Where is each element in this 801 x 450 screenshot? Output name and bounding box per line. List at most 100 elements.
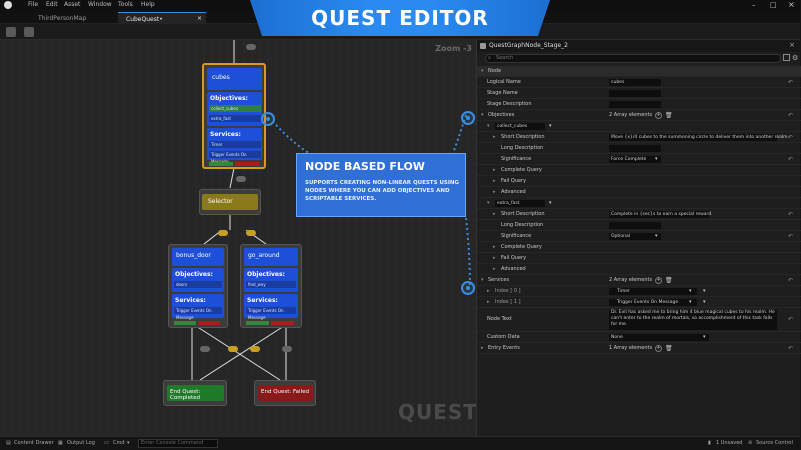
significance-select[interactable]: Optional xyxy=(609,233,661,240)
prop-complete-query[interactable]: ▸Complete Query xyxy=(477,242,801,253)
short-description-input[interactable]: Complete in {sec}s to earn a special rew… xyxy=(609,211,713,218)
output-pin[interactable] xyxy=(271,321,294,325)
add-element-icon[interactable]: + xyxy=(655,345,662,352)
search-input[interactable]: ⌕ Search xyxy=(485,54,781,63)
node-selector[interactable]: Selector xyxy=(199,189,261,215)
objective-name-input[interactable]: extra_fast xyxy=(495,200,545,207)
dropdown-icon[interactable]: ▾ xyxy=(703,288,706,294)
maximize-icon[interactable]: □ xyxy=(770,1,777,9)
prop-advanced[interactable]: ▸Advanced xyxy=(477,187,801,198)
wire-label-icon xyxy=(246,230,256,236)
output-pin[interactable] xyxy=(235,162,259,166)
menu-edit[interactable]: Edit xyxy=(46,1,58,8)
prop-fail-query[interactable]: ▸Fail Query xyxy=(477,176,801,187)
prop-label: Short Description xyxy=(501,211,545,217)
minimize-icon[interactable]: – xyxy=(752,1,756,9)
prop-label: Long Description xyxy=(501,145,544,151)
delete-icon[interactable]: 🗑 xyxy=(665,345,673,352)
node-text-input[interactable]: Dr. Evil has asked me to bring him 4 blu… xyxy=(609,310,777,330)
reset-icon[interactable]: ↶ xyxy=(787,79,793,86)
output-pin[interactable] xyxy=(174,321,196,325)
delete-icon[interactable]: 🗑 xyxy=(665,112,673,119)
significance-select[interactable]: Force Complete xyxy=(609,156,661,163)
source-control-icon[interactable]: ⊘ xyxy=(748,440,753,446)
prop-fail-query[interactable]: ▸Fail Query xyxy=(477,253,801,264)
unsaved-icon[interactable]: ▮ xyxy=(708,440,711,446)
chevron-down-icon[interactable]: ▾ xyxy=(127,440,130,446)
output-pin[interactable] xyxy=(198,321,220,325)
reset-icon[interactable]: ↶ xyxy=(787,134,793,141)
dropdown-icon[interactable]: ▾ xyxy=(655,233,658,239)
dropdown-icon[interactable]: ▾ xyxy=(689,288,692,294)
close-tab-icon[interactable]: × xyxy=(196,15,202,22)
delete-icon[interactable]: 🗑 xyxy=(665,277,673,284)
save-icon[interactable] xyxy=(6,27,16,37)
stage-name-input[interactable] xyxy=(609,90,661,97)
reset-icon[interactable]: ↶ xyxy=(787,112,793,119)
cmd-icon[interactable]: ▭ xyxy=(104,440,109,446)
node-cubes[interactable]: cubes Objectives: collect_cubes extra_fa… xyxy=(202,63,266,169)
prop-objective-0[interactable]: ▾collect_cubes▾ xyxy=(477,121,801,132)
close-panel-icon[interactable]: × xyxy=(789,41,795,49)
reset-icon[interactable]: ↶ xyxy=(787,211,793,218)
logical-name-input[interactable]: cubes xyxy=(609,79,661,86)
stage-description-input[interactable] xyxy=(609,101,661,108)
menu-tools[interactable]: Tools xyxy=(118,1,133,8)
reset-icon[interactable]: ↶ xyxy=(787,233,793,240)
console-input[interactable]: Enter Console Command xyxy=(138,439,218,448)
service-select[interactable]: Timer xyxy=(609,288,697,295)
menu-help[interactable]: Help xyxy=(141,1,155,8)
menu-asset[interactable]: Asset xyxy=(64,1,81,8)
tab-cubequest[interactable]: CubeQuest•× xyxy=(118,12,206,24)
output-log-button[interactable]: Output Log xyxy=(67,440,95,446)
content-drawer-icon[interactable]: ▤ xyxy=(6,440,11,446)
graph-canvas[interactable]: Zoom -3 QUEST cubes Objectives: collect_… xyxy=(0,40,477,436)
unsaved-button[interactable]: 1 Unsaved xyxy=(716,440,743,446)
view-options-icon[interactable] xyxy=(783,54,790,61)
dropdown-icon[interactable]: ▾ xyxy=(549,200,552,206)
prop-label: Significance xyxy=(501,233,532,239)
callout-title: NODE BASED FLOW xyxy=(305,160,425,173)
menu-window[interactable]: Window xyxy=(88,1,112,8)
reset-icon[interactable]: ↶ xyxy=(787,316,793,323)
settings-icon[interactable]: ⚙ xyxy=(792,54,799,62)
output-pin[interactable] xyxy=(246,321,269,325)
reset-icon[interactable]: ↶ xyxy=(787,156,793,163)
short-description-input[interactable]: Move {x}/4 cubes to the summoning circle… xyxy=(609,134,789,141)
dropdown-icon[interactable]: ▾ xyxy=(549,123,552,129)
prop-advanced[interactable]: ▸Advanced xyxy=(477,264,801,275)
service-select[interactable]: Trigger Events On Message xyxy=(609,299,697,306)
reset-icon[interactable]: ↶ xyxy=(787,345,793,352)
custom-data-select[interactable]: None xyxy=(609,334,709,341)
add-element-icon[interactable]: + xyxy=(655,112,662,119)
node-go-around[interactable]: go_around Objectives: find_way Services:… xyxy=(240,244,302,328)
prop-objective-1[interactable]: ▾extra_fast▾ xyxy=(477,198,801,209)
dropdown-icon[interactable]: ▾ xyxy=(703,334,706,340)
node-bonus-door[interactable]: bonus_door Objectives: doors Services: T… xyxy=(168,244,228,328)
long-description-input[interactable] xyxy=(609,145,661,152)
output-log-icon[interactable]: ▦ xyxy=(58,440,63,446)
dropdown-icon[interactable]: ▾ xyxy=(689,299,692,305)
browse-icon[interactable] xyxy=(24,27,34,37)
section-node[interactable]: ▾Node xyxy=(477,66,801,77)
prop-complete-query[interactable]: ▸Complete Query xyxy=(477,165,801,176)
close-icon[interactable]: × xyxy=(788,0,795,9)
reset-icon[interactable]: ↶ xyxy=(787,277,793,284)
cmd-button[interactable]: Cmd xyxy=(113,440,125,446)
output-pin[interactable] xyxy=(209,162,233,166)
dropdown-icon[interactable]: ▾ xyxy=(703,299,706,305)
tab-thirdpersonmap[interactable]: ThirdPersonMap xyxy=(30,12,110,24)
source-control-button[interactable]: Source Control xyxy=(756,440,793,446)
node-end-failed[interactable]: End Quest: Failed xyxy=(254,380,316,406)
menu-file[interactable]: File xyxy=(28,1,39,8)
dropdown-icon[interactable]: ▾ xyxy=(655,156,658,162)
long-description-input[interactable] xyxy=(609,222,661,229)
add-element-icon[interactable]: + xyxy=(655,277,662,284)
objective-name-input[interactable]: collect_cubes xyxy=(495,123,545,130)
content-drawer-button[interactable]: Content Drawer xyxy=(14,440,54,446)
node-end-completed[interactable]: End Quest: Completed xyxy=(163,380,227,406)
